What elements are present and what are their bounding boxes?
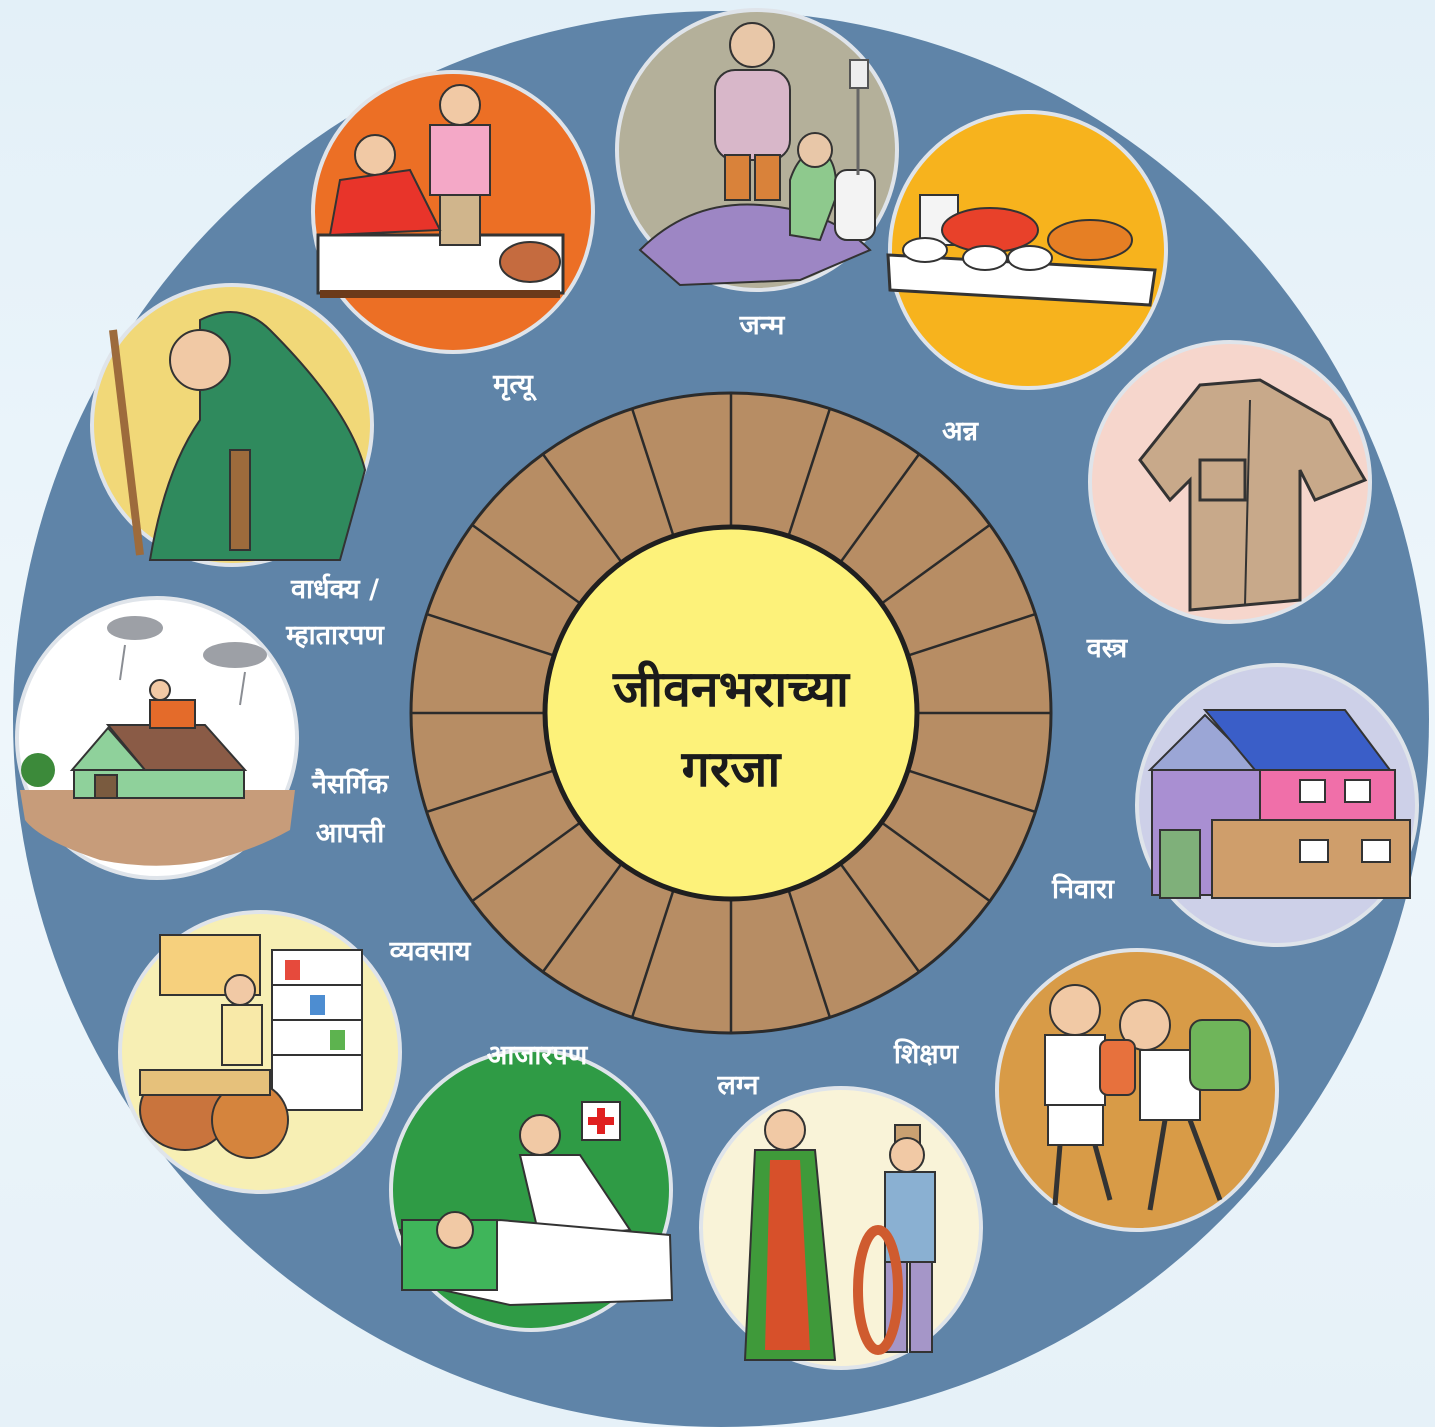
birth-label: जन्म [739, 310, 786, 341]
oldage-label-line2: म्हातारपण [285, 620, 385, 651]
need-death: मृत्यू [311, 70, 595, 402]
death-label: मृत्यू [492, 369, 538, 402]
wheel-spoke [541, 862, 623, 973]
wheel-spoke [880, 523, 991, 605]
wheel-spoke [426, 612, 555, 657]
oldage-label-line1: वार्धक्य / [290, 573, 379, 605]
need-clothing: वस्त्र [1086, 340, 1372, 664]
shelter-label: निवारा [1051, 873, 1115, 905]
clothing-label: वस्त्र [1086, 633, 1129, 664]
doctor-patient-icon [398, 1101, 674, 1307]
marriage-illustration-bg [699, 1086, 983, 1370]
birth-illustration-icon [638, 22, 876, 287]
need-marriage: लग्न [699, 1070, 983, 1370]
wheel-spoke [426, 769, 555, 814]
elderly-icon [109, 311, 367, 561]
students-icon [1044, 984, 1251, 1211]
illness-label: आजारपण [487, 1040, 589, 1071]
wheel-spoke [787, 889, 832, 1018]
need-illness: आजारपण [389, 1040, 674, 1332]
wheel: जीवनभराच्या गरजा [409, 391, 1053, 1035]
shop-icon [139, 934, 363, 1159]
center-title-line1: जीवनभराच्या [612, 660, 851, 718]
mourning-icon [316, 84, 565, 298]
marriage-label: लग्न [717, 1070, 760, 1101]
shirt-icon [1138, 378, 1368, 612]
wheel-spoke [880, 821, 991, 903]
house-icon [1147, 709, 1411, 899]
wheel-spoke [907, 769, 1036, 814]
wheel-spoke [907, 612, 1036, 657]
center-disc [542, 524, 920, 902]
need-birth: जन्म [615, 8, 899, 341]
need-oldage: वार्धक्य / म्हातारपण [90, 283, 385, 651]
business-label: व्यवसाय [389, 936, 472, 967]
disaster-label-line1: नैसर्गिक [311, 768, 389, 800]
need-education: शिक्षण [893, 948, 1279, 1232]
wheel-spoke [630, 408, 675, 537]
wheel-spoke [630, 889, 675, 1018]
wheel-spoke [541, 453, 623, 564]
flood-icon [20, 616, 295, 866]
need-disaster: नैसर्गिक आपत्ती [15, 596, 389, 880]
disaster-label-line2: आपत्ती [316, 817, 386, 849]
wheel-spoke [471, 821, 582, 903]
wheel-spoke [787, 408, 832, 537]
couple-icon [743, 1109, 936, 1361]
center-title-line2: गरजा [681, 740, 783, 798]
wheel-spoke [839, 453, 921, 564]
need-shelter: निवारा [1051, 663, 1419, 947]
food-illustration-icon [886, 194, 1157, 307]
need-business: व्यवसाय [118, 910, 472, 1194]
need-food: अन्न [886, 110, 1168, 447]
wheel-spoke [839, 862, 921, 973]
food-label: अन्न [942, 416, 980, 447]
wheel-spoke [471, 523, 582, 605]
education-label: शिक्षण [893, 1038, 960, 1070]
wheel-spokes [411, 393, 1051, 1033]
